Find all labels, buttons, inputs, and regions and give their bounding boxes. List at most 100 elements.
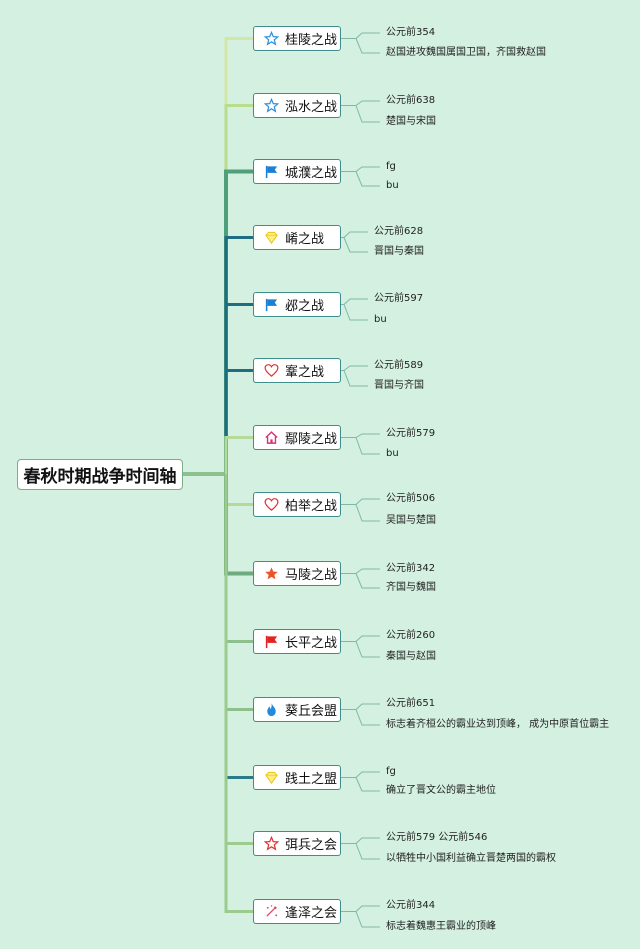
- leaf-connector: [355, 437, 380, 455]
- leaf-connector: [355, 843, 380, 860]
- battle-name: 弭兵之会: [285, 838, 338, 853]
- battle-description: 标志着齐桓公的霸业达到顶峰， 成为中原首位霸主: [386, 719, 610, 730]
- battle-node[interactable]: 崤之战: [253, 225, 341, 250]
- red-flag-icon: [264, 634, 279, 649]
- battle-date: 公元前597: [374, 293, 424, 304]
- battle-name: 鄢陵之战: [285, 432, 338, 447]
- leaf-connector: [355, 635, 380, 642]
- battle-description: 晋国与齐国: [374, 380, 424, 391]
- battle-description: 赵国进攻魏国属国卫国，齐国救赵国: [386, 47, 546, 58]
- leaf-connector: [343, 231, 368, 238]
- battle-description: 晋国与秦国: [374, 246, 424, 257]
- branch-line: [224, 474, 253, 643]
- root-title: 春秋时期战争时间轴: [23, 467, 177, 487]
- branch-line: [224, 436, 253, 474]
- leaf-connector: [343, 298, 368, 305]
- branch-line: [224, 474, 253, 913]
- branch-line: [224, 303, 253, 474]
- branch-line: [224, 474, 253, 576]
- battle-node[interactable]: 践土之盟: [253, 765, 341, 790]
- leaf-connector: [355, 166, 380, 172]
- battle-name: 桂陵之战: [285, 33, 338, 48]
- leaf-connector: [355, 703, 380, 710]
- battle-date: 公元前628: [374, 226, 424, 237]
- branch-line: [224, 474, 253, 845]
- branch-line: [224, 474, 253, 779]
- battle-name: 逢泽之会: [285, 906, 338, 921]
- leaf-connector: [355, 504, 380, 522]
- leaf-connector: [355, 433, 380, 438]
- battle-description: bu: [386, 448, 399, 459]
- battle-date: 公元前260: [386, 630, 436, 641]
- battle-description: 标志着魏惠王霸业的顶峰: [386, 921, 496, 932]
- branch-line: [224, 474, 253, 711]
- battle-node[interactable]: 弭兵之会: [253, 831, 341, 856]
- battle-description: bu: [386, 180, 399, 191]
- battle-node[interactable]: 城濮之战: [253, 159, 341, 184]
- leaf-connector: [343, 365, 368, 371]
- diamond-icon: [264, 230, 279, 245]
- battle-node[interactable]: 马陵之战: [253, 561, 341, 586]
- battle-node[interactable]: 泓水之战: [253, 93, 341, 118]
- battle-name: 长平之战: [285, 636, 338, 651]
- battle-date: 公元前342: [386, 563, 436, 574]
- leaf-connector: [355, 837, 380, 844]
- battle-description: 以牺牲中小国利益确立晋楚两国的霸权: [386, 853, 556, 864]
- battle-node[interactable]: 鄢陵之战: [253, 425, 341, 450]
- branch-line: [224, 169, 253, 474]
- blue-flag-icon: [264, 297, 279, 312]
- home-icon: [264, 430, 279, 445]
- battle-date: 公元前354: [386, 27, 436, 38]
- blue-flag-icon: [264, 164, 279, 179]
- battle-node[interactable]: 柏举之战: [253, 492, 341, 517]
- leaf-connector: [343, 237, 368, 253]
- sparkle-icon: [264, 904, 279, 919]
- branch-line: [224, 474, 253, 506]
- battle-description: 秦国与赵国: [386, 651, 436, 662]
- leaf-connector: [355, 38, 380, 54]
- leaf-connector: [355, 777, 380, 792]
- battle-description: bu: [374, 314, 387, 325]
- battle-node[interactable]: 鞌之战: [253, 358, 341, 383]
- battle-node[interactable]: 葵丘会盟: [253, 697, 341, 722]
- battle-date: fg: [386, 766, 396, 777]
- battle-date: fg: [386, 161, 396, 172]
- battle-node[interactable]: 桂陵之战: [253, 26, 341, 51]
- fire-icon: [264, 702, 279, 717]
- leaf-connector: [355, 568, 380, 574]
- branch-line: [224, 369, 253, 474]
- leaf-connector: [343, 304, 368, 321]
- battle-date: 公元前579: [386, 428, 436, 439]
- battle-name: 葵丘会盟: [285, 704, 338, 719]
- diamond-icon: [264, 770, 279, 785]
- star-red-outline-icon: [264, 836, 279, 851]
- battle-date: 公元前506: [386, 493, 436, 504]
- battle-name: 崤之战: [285, 232, 325, 247]
- branch-line: [224, 37, 253, 474]
- branch-line: [224, 104, 253, 474]
- heart-icon: [264, 497, 279, 512]
- battle-date: 公元前344: [386, 900, 436, 911]
- battle-name: 马陵之战: [285, 568, 338, 583]
- root-topic[interactable]: 春秋时期战争时间轴: [17, 459, 183, 490]
- battle-date: 公元前651: [386, 698, 436, 709]
- battle-date: 公元前579 公元前546: [386, 832, 488, 843]
- leaf-connector: [343, 370, 368, 387]
- star-outline-icon: [264, 98, 279, 113]
- leaf-connector: [355, 32, 380, 39]
- battle-description: 齐国与魏国: [386, 582, 436, 593]
- battle-node[interactable]: 逢泽之会: [253, 899, 341, 924]
- leaf-connector: [355, 905, 380, 912]
- heart-icon: [264, 363, 279, 378]
- battle-name: 鞌之战: [285, 365, 325, 380]
- battle-name: 泓水之战: [285, 100, 338, 115]
- battle-name: 践土之盟: [285, 772, 338, 787]
- battle-name: 柏举之战: [285, 499, 338, 514]
- battle-name: 邲之战: [285, 299, 325, 314]
- leaf-connector: [355, 771, 380, 778]
- battle-description: 楚国与宋国: [386, 116, 436, 127]
- battle-date: 公元前589: [374, 360, 424, 371]
- battle-node[interactable]: 邲之战: [253, 292, 341, 317]
- battle-node[interactable]: 长平之战: [253, 629, 341, 654]
